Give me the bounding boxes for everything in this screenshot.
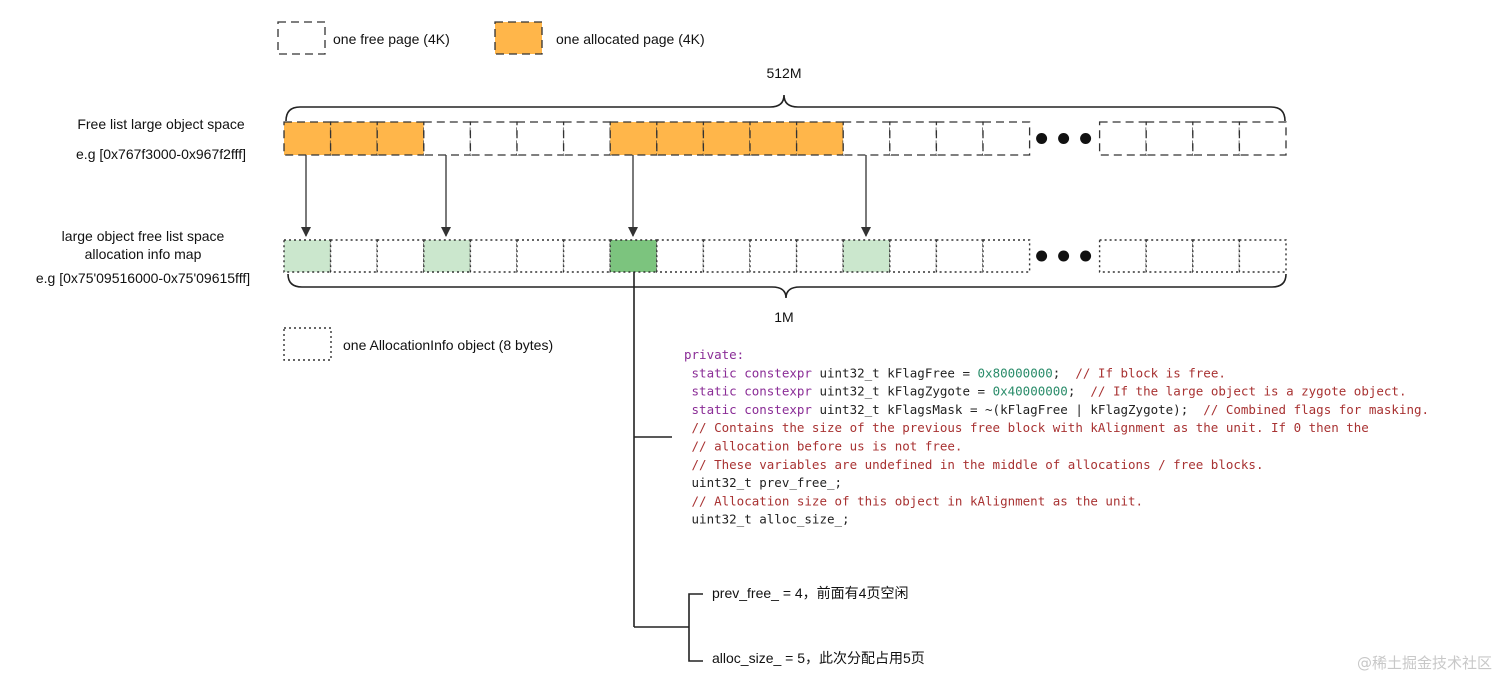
info-cell-dark xyxy=(609,239,658,273)
code-line: static constexpr uint32_t kFlagZygote = … xyxy=(684,384,1406,399)
code-token: 0x40000000 xyxy=(993,384,1068,399)
page-cell-allocated xyxy=(749,121,798,156)
info-ellipsis-dot xyxy=(1080,250,1092,262)
page-cell-free xyxy=(935,121,984,156)
annotation-alloc-size: alloc_size_ = 5，此次分配占用5页 xyxy=(712,650,925,666)
code-token: // Combined flags for masking. xyxy=(1203,402,1429,417)
page-cell-allocated xyxy=(376,121,425,156)
info-cell-plain xyxy=(795,239,844,273)
page-cell-free xyxy=(562,121,611,156)
bottom-row-title-line2: allocation info map xyxy=(85,246,202,262)
code-token: uint32_t kFlagsMask = ~(kFlagFree | kFla… xyxy=(819,402,1203,417)
code-token: uint32_t prev_free_; xyxy=(684,475,842,490)
page-cell-free xyxy=(842,121,891,156)
bottom-span-brace xyxy=(287,273,1287,299)
top-span-label: 512M xyxy=(766,65,801,81)
bottom-row-title-line1: large object free list space xyxy=(62,228,225,244)
annotation-prev-free: prev_free_ = 4，前面有4页空闲 xyxy=(712,585,908,601)
info-cell-plain xyxy=(516,239,565,273)
info-cell-light xyxy=(283,239,332,273)
page-cell-free xyxy=(889,121,938,156)
info-cell-plain xyxy=(702,239,751,273)
code-token: // Allocation size of this object in kAl… xyxy=(684,493,1143,508)
annotation-bracket xyxy=(688,593,703,662)
code-token: // These variables are undefined in the … xyxy=(684,457,1263,472)
code-token: 0x80000000 xyxy=(978,365,1053,380)
code-line: static constexpr uint32_t kFlagsMask = ~… xyxy=(684,402,1429,417)
top-row-range: e.g [0x767f3000-0x967f2fff] xyxy=(76,146,246,162)
page-ellipsis-dot xyxy=(1080,133,1092,144)
top-row-title: Free list large object space xyxy=(77,116,245,132)
code-token: // allocation before us is not free. xyxy=(684,439,962,454)
info-cell-light xyxy=(842,239,891,273)
top-row-pages xyxy=(283,121,1287,156)
info-cell-light xyxy=(423,239,472,273)
legend-allocated-page-swatch xyxy=(494,21,543,55)
info-cell-plain xyxy=(562,239,611,273)
info-cell-plain xyxy=(982,239,1031,273)
code-token: // If the large object is a zygote objec… xyxy=(1090,384,1406,399)
info-ellipsis-dot xyxy=(1058,250,1070,262)
code-token: static constexpr xyxy=(684,402,819,417)
code-token: static constexpr xyxy=(684,365,819,380)
info-ellipsis-dot xyxy=(1036,250,1048,262)
page-cell-free xyxy=(1098,121,1147,156)
info-cell-plain xyxy=(935,239,984,273)
code-snippet: private: static constexpr uint32_t kFlag… xyxy=(684,347,1429,527)
page-ellipsis-dot xyxy=(1036,133,1048,144)
watermark: @稀土掘金技术社区 xyxy=(1357,654,1492,672)
info-cell-plain xyxy=(656,239,705,273)
page-cell-allocated xyxy=(283,121,332,156)
info-cell-plain xyxy=(1145,239,1194,273)
legend-free-page-swatch xyxy=(277,21,326,55)
page-cell-allocated xyxy=(329,121,378,156)
code-token: uint32_t kFlagFree = xyxy=(819,365,977,380)
info-cell-plain xyxy=(329,239,378,273)
bottom-row-allocation-info xyxy=(283,239,1287,273)
bottom-span-label: 1M xyxy=(774,309,793,325)
info-cell-plain xyxy=(1238,239,1287,273)
info-cell-plain xyxy=(469,239,518,273)
info-cell-plain xyxy=(1192,239,1241,273)
legend-allocation-info-label: one AllocationInfo object (8 bytes) xyxy=(343,337,553,353)
code-line: private: xyxy=(684,347,744,362)
code-line: static constexpr uint32_t kFlagFree = 0x… xyxy=(684,365,1226,380)
page-cell-free xyxy=(1192,121,1241,156)
info-cell-plain xyxy=(376,239,425,273)
page-cell-free xyxy=(469,121,518,156)
legend-free-page-label: one free page (4K) xyxy=(333,31,450,47)
info-cell-plain xyxy=(889,239,938,273)
top-span-brace xyxy=(285,94,1286,122)
code-token: uint32_t alloc_size_; xyxy=(684,512,850,527)
code-token: private: xyxy=(684,347,744,362)
code-token: // Contains the size of the previous fre… xyxy=(684,420,1369,435)
page-cell-free xyxy=(1145,121,1194,156)
code-token: // If block is free. xyxy=(1075,365,1226,380)
code-token: static constexpr xyxy=(684,384,819,399)
code-token: uint32_t kFlagZygote = xyxy=(819,384,992,399)
page-cell-free xyxy=(1238,121,1287,156)
page-cell-free xyxy=(423,121,472,156)
code-line: // Allocation size of this object in kAl… xyxy=(684,493,1143,508)
info-cell-plain xyxy=(749,239,798,273)
code-line: uint32_t alloc_size_; xyxy=(684,512,850,527)
page-cell-allocated xyxy=(609,121,658,156)
legend-allocated-page-label: one allocated page (4K) xyxy=(556,31,705,47)
code-line: // These variables are undefined in the … xyxy=(684,457,1263,472)
page-cell-free xyxy=(982,121,1031,156)
legend-allocation-info-swatch xyxy=(283,327,332,361)
code-line: // Contains the size of the previous fre… xyxy=(684,420,1369,435)
code-line: // allocation before us is not free. xyxy=(684,439,962,454)
code-line: uint32_t prev_free_; xyxy=(684,475,842,490)
page-ellipsis-dot xyxy=(1058,133,1070,144)
info-cell-plain xyxy=(1098,239,1147,273)
page-cell-allocated xyxy=(795,121,844,156)
page-cell-free xyxy=(516,121,565,156)
page-cell-allocated xyxy=(702,121,751,156)
code-token: ; xyxy=(1053,365,1076,380)
bottom-row-range: e.g [0x75'09516000-0x75'09615fff] xyxy=(36,270,250,286)
code-token: ; xyxy=(1068,384,1091,399)
page-cell-allocated xyxy=(656,121,705,156)
